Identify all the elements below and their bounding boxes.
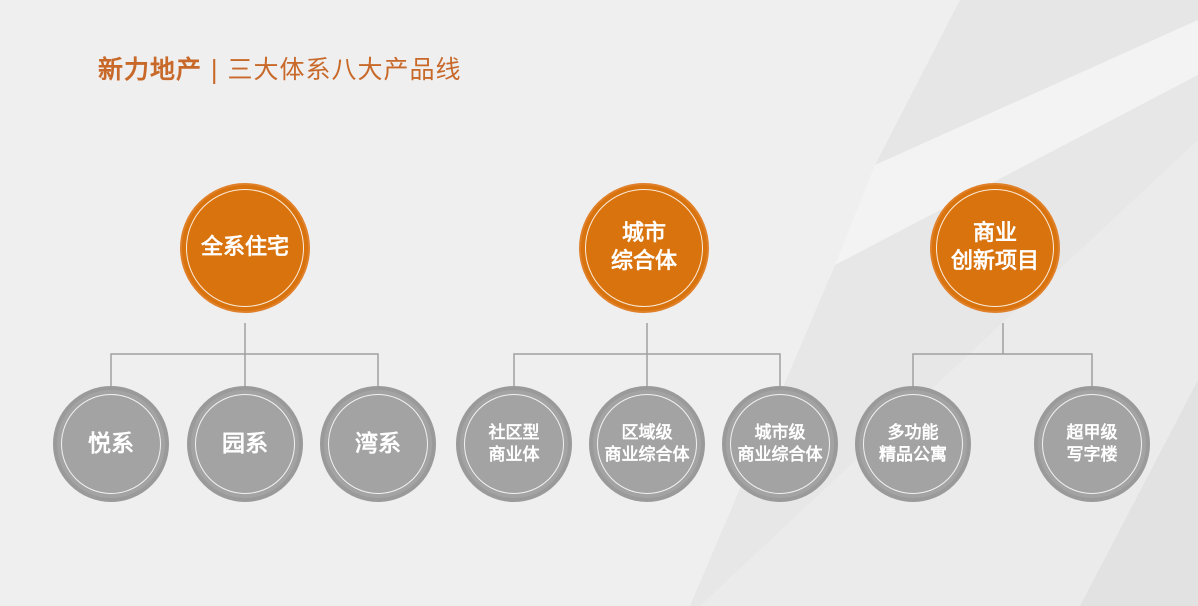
child-node-city: 城市级商业综合体 bbox=[722, 386, 838, 502]
title-separator: | bbox=[210, 55, 220, 84]
child-node-apartment: 多功能精品公寓 bbox=[855, 386, 971, 502]
node-label: 社区型 bbox=[488, 423, 540, 443]
child-node-yuan: 园系 bbox=[187, 386, 303, 502]
node-label: 商业综合体 bbox=[604, 445, 690, 465]
node-label: 园系 bbox=[222, 431, 268, 457]
node-label: 精品公寓 bbox=[879, 445, 947, 465]
connector-group-2 bbox=[513, 323, 781, 388]
parent-node-urban-complex: 城市综合体 bbox=[579, 183, 709, 313]
node-label: 全系住宅 bbox=[200, 235, 289, 260]
child-node-regional: 区域级商业综合体 bbox=[589, 386, 705, 502]
child-node-yue: 悦系 bbox=[53, 386, 169, 502]
node-label: 区域级 bbox=[621, 423, 673, 443]
child-node-community: 社区型商业体 bbox=[456, 386, 572, 502]
node-label: 写字楼 bbox=[1066, 445, 1118, 465]
node-label: 商业 bbox=[972, 221, 1017, 246]
node-label: 城市级 bbox=[754, 423, 806, 443]
parent-node-commercial-innovation: 商业创新项目 bbox=[930, 183, 1060, 313]
connector-group-1 bbox=[110, 323, 379, 388]
node-label: 多功能 bbox=[887, 423, 939, 443]
slide-title: 新力地产|三大体系八大产品线 bbox=[98, 50, 461, 86]
brand-name: 新力地产 bbox=[98, 55, 203, 84]
child-node-wan: 湾系 bbox=[320, 386, 436, 502]
node-label: 城市 bbox=[621, 221, 666, 246]
node-label: 创新项目 bbox=[950, 249, 1039, 274]
connector-group-3 bbox=[912, 323, 1093, 388]
title-subtitle: 三大体系八大产品线 bbox=[227, 55, 462, 84]
node-label: 综合体 bbox=[610, 249, 677, 274]
node-label: 湾系 bbox=[355, 431, 401, 457]
node-label: 商业综合体 bbox=[737, 445, 823, 465]
node-label: 悦系 bbox=[88, 431, 134, 457]
node-label: 商业体 bbox=[488, 445, 540, 465]
node-label: 超甲级 bbox=[1066, 423, 1118, 443]
parent-node-residential: 全系住宅 bbox=[180, 183, 310, 313]
child-node-office: 超甲级写字楼 bbox=[1034, 386, 1150, 502]
